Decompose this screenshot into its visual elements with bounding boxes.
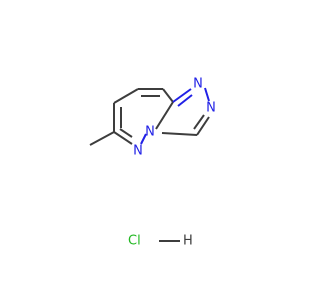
bond-c3-c8a — [162, 88, 174, 103]
atom-n-top: N — [193, 77, 203, 92]
bond-nbottom-c6-inner — [119, 128, 133, 138]
atom-labels: N N N N — [133, 77, 216, 159]
atom-n-bottom: N — [133, 144, 143, 159]
atom-cl: Cl — [128, 234, 141, 249]
bond-c5-c4 — [113, 88, 139, 104]
atom-n-bridge: N — [145, 125, 155, 140]
atom-h: H — [183, 234, 193, 249]
bond-ntop-nright — [204, 87, 210, 102]
bond-nright-c3-inner — [193, 114, 205, 130]
salt-labels: Cl H — [128, 234, 193, 249]
bond-methyl — [89, 131, 115, 146]
molecule-structure: N N N N Cl H — [89, 77, 216, 249]
bond-c8a-ntop-inner — [177, 94, 193, 107]
bond-nright-c3 — [196, 116, 210, 136]
bond-nbottom-c6 — [113, 131, 133, 145]
atom-n-right: N — [206, 101, 216, 116]
bond-c8a-nbridge — [155, 101, 174, 130]
bond-c3-nbridge — [161, 132, 198, 136]
bond-c8a-ntop — [172, 88, 192, 103]
bond-nbridge-nbottom — [140, 133, 147, 145]
bonds — [89, 87, 210, 242]
